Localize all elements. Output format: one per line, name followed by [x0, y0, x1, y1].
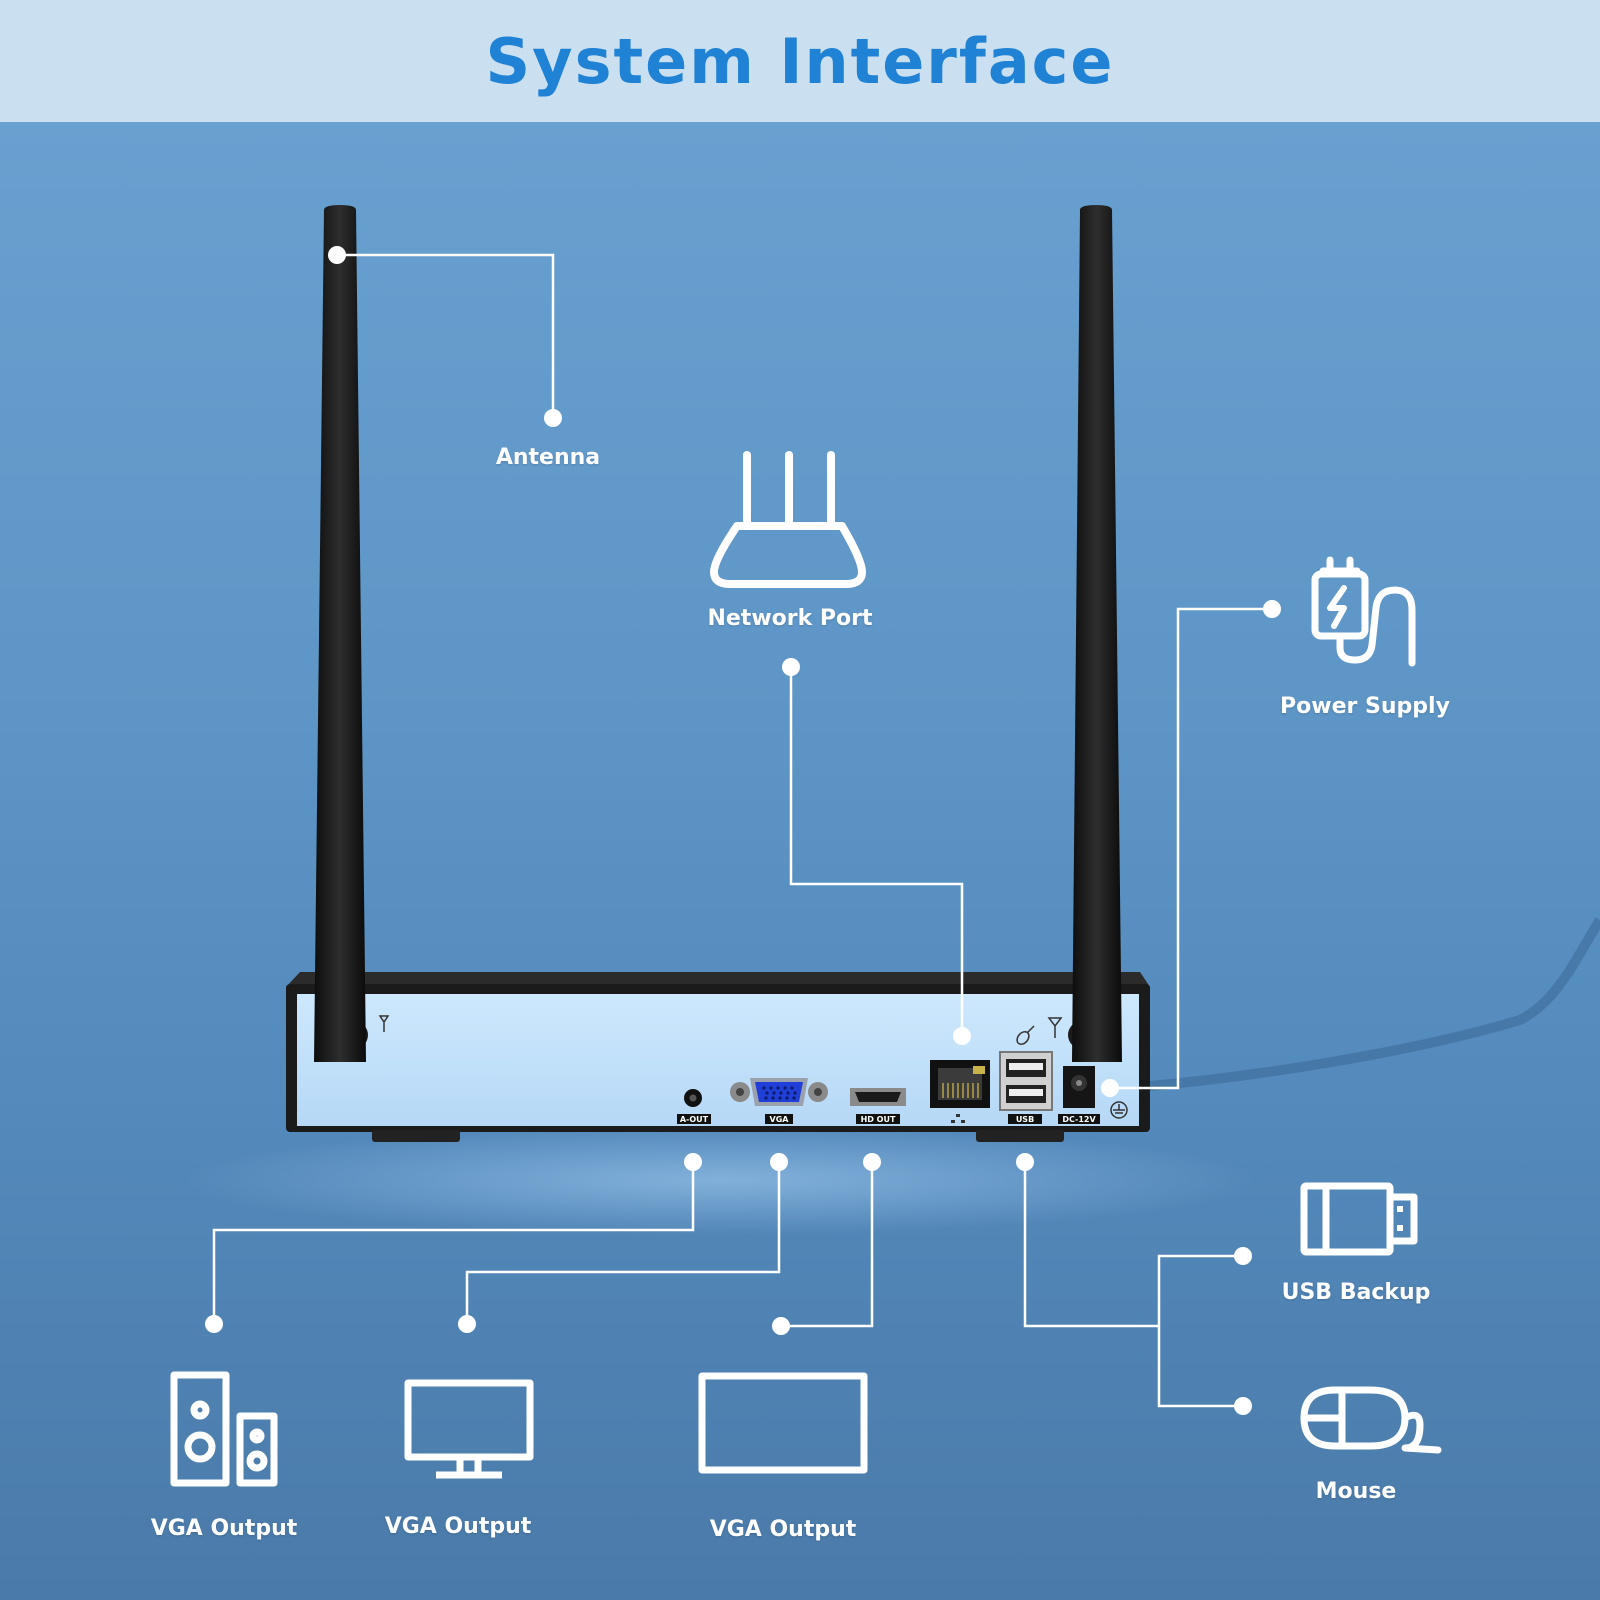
mouse-icon — [1300, 1386, 1442, 1454]
hd-output-label: VGA Output — [709, 1517, 857, 1542]
rear-panel — [297, 994, 1139, 1126]
floor-reflection — [180, 1125, 1260, 1235]
hd-out-port: HD OUT — [850, 1088, 906, 1124]
usb-ports: USB — [999, 1051, 1053, 1124]
usb-drive-icon — [1300, 1182, 1418, 1256]
antenna-left — [314, 205, 366, 1062]
dc-power-port: DC-12V — [1058, 1066, 1100, 1124]
antenna-symbol-icon — [378, 1015, 390, 1032]
page-title: System Interface — [485, 24, 1115, 98]
title-banner: System Interface — [0, 0, 1600, 122]
antenna-symbol-icon — [1047, 1017, 1063, 1038]
dc-label: DC-12V — [1062, 1115, 1096, 1124]
ground-symbol-icon — [1110, 1101, 1128, 1119]
antenna-leader-line — [337, 253, 555, 418]
mouse-symbol-icon — [1016, 1025, 1035, 1046]
callout-lines — [212, 253, 1272, 1408]
audio-output-label: VGA Output — [150, 1516, 298, 1541]
usb-mouse-branch-line — [1157, 1254, 1243, 1408]
ethernet-port — [930, 1060, 990, 1123]
antenna-right — [1072, 205, 1122, 1062]
network-port-label: Network Port — [707, 606, 873, 631]
power-adapter-icon — [1311, 556, 1416, 667]
vga-output-label: VGA Output — [384, 1514, 532, 1539]
router-icon — [710, 451, 866, 588]
speaker-icon — [170, 1371, 278, 1487]
usb-backup-label: USB Backup — [1281, 1280, 1431, 1305]
power-supply-label: Power Supply — [1280, 694, 1450, 719]
vga-leader-line — [465, 1162, 781, 1324]
device-foot-right — [976, 1130, 1064, 1142]
hd-out-label: HD OUT — [861, 1115, 896, 1124]
usb-leader-line — [1023, 1162, 1159, 1328]
screen-icon — [698, 1372, 868, 1474]
audio-leader-line — [212, 1162, 695, 1324]
hd-leader-line — [781, 1162, 874, 1328]
mouse-label: Mouse — [1315, 1479, 1397, 1504]
callout-dots — [205, 246, 1281, 1415]
monitor-icon — [404, 1379, 534, 1479]
power-leader-line — [1110, 607, 1272, 1090]
power-cable — [1099, 917, 1600, 1095]
nvr-device: A-OUT VGA — [286, 972, 1150, 1142]
antenna-label: Antenna — [495, 445, 601, 470]
usb-label: USB — [1016, 1115, 1034, 1124]
audio-out-label: A-OUT — [680, 1115, 709, 1124]
audio-out-port: A-OUT — [677, 1089, 711, 1124]
vga-label: VGA — [770, 1115, 790, 1124]
device-foot-left — [372, 1130, 460, 1142]
device-top — [286, 972, 1150, 987]
network-leader-line — [789, 667, 964, 1036]
vga-port: VGA — [730, 1078, 828, 1124]
